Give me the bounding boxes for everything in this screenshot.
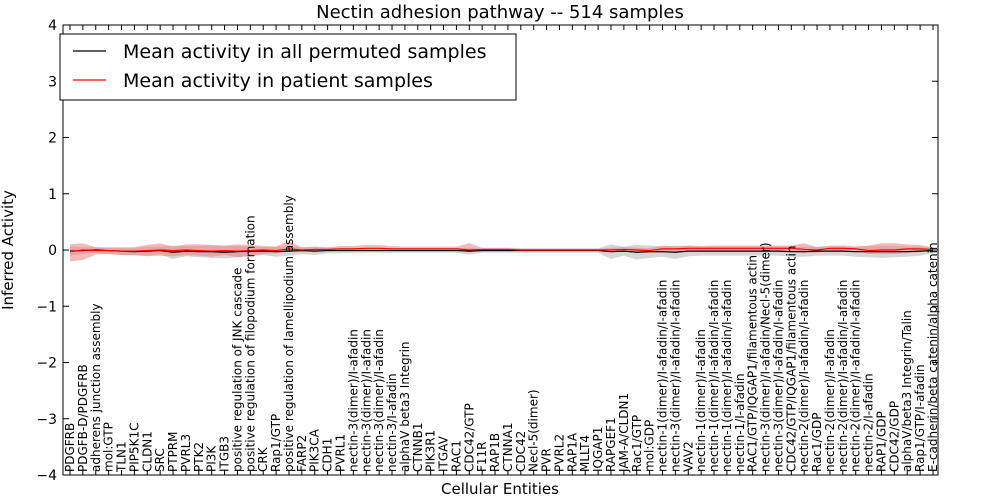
legend: Mean activity in all permuted samples Me… [59,33,517,101]
x-tick-label: MLLT4 [578,435,592,472]
x-tick-label: VAV2 [681,441,695,472]
plot-frame [62,24,939,476]
x-tick-label: nectin-2/I-afadin [862,373,876,472]
x-tick-label: PI3K [205,445,219,472]
x-tick-label: alphaV beta3 Integrin [398,341,412,472]
x-tick-label: PVR [540,448,554,472]
x-tick-label: nectin-3(dimer)/I-afadin [346,329,360,472]
x-tick-label: nectin-1/I-afadin [733,373,747,472]
x-tick-label: CDC42/GTP [462,403,476,472]
y-tick-label: 0 [48,243,57,259]
x-tick-label: mol:GDP [643,420,657,472]
x-tick-label: RAP1A [565,432,579,472]
x-tick-label: E-cadherin/beta catenin/alpha catenin [926,242,940,472]
x-tick-label: PTK2 [192,442,206,472]
x-tick-label: JAM-A/CLDN1 [617,393,631,473]
legend-label-patient: Mean activity in patient samples [123,70,433,92]
chart-title: Nectin adhesion pathway -- 514 samples [316,2,684,23]
x-tick-label: RAC1/GTP/IQGAP1/filamentous actin [746,255,760,472]
y-tick-label: −4 [36,468,57,484]
x-tick-label: RAC1 [449,440,463,472]
x-tick-label: alphaV/beta3 Integrin/Talin [900,310,914,472]
x-tick-label: PIP5K1C [127,422,141,472]
x-tick-label: nectin-3(dimer)/I-afadin/I-afadin [771,280,785,472]
x-tick-label: Rac1/GDP [810,413,824,472]
x-tick-label: Rap1/GTP [269,414,283,472]
y-axis: −4 −3 −2 −1 0 1 2 3 4 [36,18,938,484]
y-tick-label: −1 [36,299,57,315]
x-tick-label: mol:GTP [102,422,116,472]
x-tick-label: PDGFRB [63,423,77,472]
x-axis-label: Cellular Entities [441,480,559,498]
y-tick-label: 3 [48,74,57,90]
x-tick-label: nectin-1(dimer)/I-afadin/I-afadin [656,280,670,472]
x-tick-label: CDC42 [514,431,528,472]
x-tick-label: CDC42/GTP/IQGAP1/filamentous actin [784,246,798,472]
x-tick-label: IQGAP1 [591,427,605,472]
x-tick-label: nectin-1(dimer)/I-afadin [694,329,708,472]
x-tick-label: RAP1B [488,433,502,472]
y-tick-label: −3 [36,412,57,428]
x-tick-label: PVRL3 [179,434,193,472]
x-tick-label: positive regulation of filopodium format… [243,215,257,472]
x-tick-label: CDH1 [321,438,335,472]
x-tick-label: nectin-3(dimer)/I-afadin/Necl-5(dimer) [759,242,773,472]
y-tick-label: −2 [36,356,57,372]
x-tick-label: CDC42/GDP [887,401,901,472]
x-tick-label: nectin-2(dimer)/I-afadin/I-afadin [849,280,863,472]
x-tick-label: ITGAV [437,435,451,472]
legend-label-permuted: Mean activity in all permuted samples [123,41,486,63]
x-tick-label: nectin-3/I-afadin [385,373,399,472]
x-tick-label: nectin-2(dimer)/I-afadin/I-afadin [797,280,811,472]
x-tick-label: positive regulation of JNK cascade [230,268,244,472]
x-tick-label: nectin-1(dimer)/I-afadin/I-afadin [720,280,734,472]
x-tick-label: F11R [475,441,489,472]
series-line-0 [69,249,934,253]
x-tick-label: PVRL1 [333,434,347,472]
x-tick-label: PTPRM [166,432,180,473]
x-tick-label: CTNNB1 [411,422,425,472]
legend-box [59,33,517,101]
x-tick-label: nectin-2(dimer)/I-afadin/I-afadin [836,280,850,472]
x-tick-label: nectin-3(dimer)/I-afadin [359,329,373,472]
x-tick-label: TLN1 [115,441,129,473]
x-tick-label: PVRL2 [552,434,566,472]
x-tick-label: CTNNA1 [501,422,515,472]
series-line-1 [69,247,934,253]
y-tick-label: 4 [48,18,57,34]
x-tick-label: RAPGEF1 [604,417,618,472]
x-tick-label: positive regulation of lamellipodium ass… [282,195,296,472]
x-tick-label: nectin-2(dimer)/I-afadin [823,329,837,472]
x-tick-label: RAP1/GDP [874,411,888,472]
series-lines [69,247,934,253]
x-tick-label: adherens junction assembly [89,303,103,472]
x-tick-label: nectin-1(dimer)/I-afadin/I-afadin [707,280,721,472]
x-tick-label: SRC [153,448,167,472]
y-tick-label: 2 [48,131,57,147]
x-tick-label: CLDN1 [140,431,154,472]
x-tick-label: CRK [256,446,270,472]
y-axis-label: Inferred Activity [0,190,17,310]
x-tick-label: nectin-3(dimer)/I-afadin [372,329,386,472]
x-tick-label: Necl-5(dimer) [527,389,541,472]
x-tick-label: PDGFB-D/PDGFRB [76,364,90,472]
x-tick-label: Rac1/GTP [630,415,644,472]
x-tick-label: Rap1/GTP/I-afadin [913,364,927,472]
x-tick-label: FARP2 [295,435,309,472]
x-tick-label: nectin-3(dimer)/I-afadin/I-afadin [668,280,682,472]
x-tick-label: ITGB3 [218,436,232,472]
y-tick-label: 1 [48,187,57,203]
x-tick-label: PIK3CA [308,428,322,472]
x-tick-label: PIK3R1 [424,430,438,472]
